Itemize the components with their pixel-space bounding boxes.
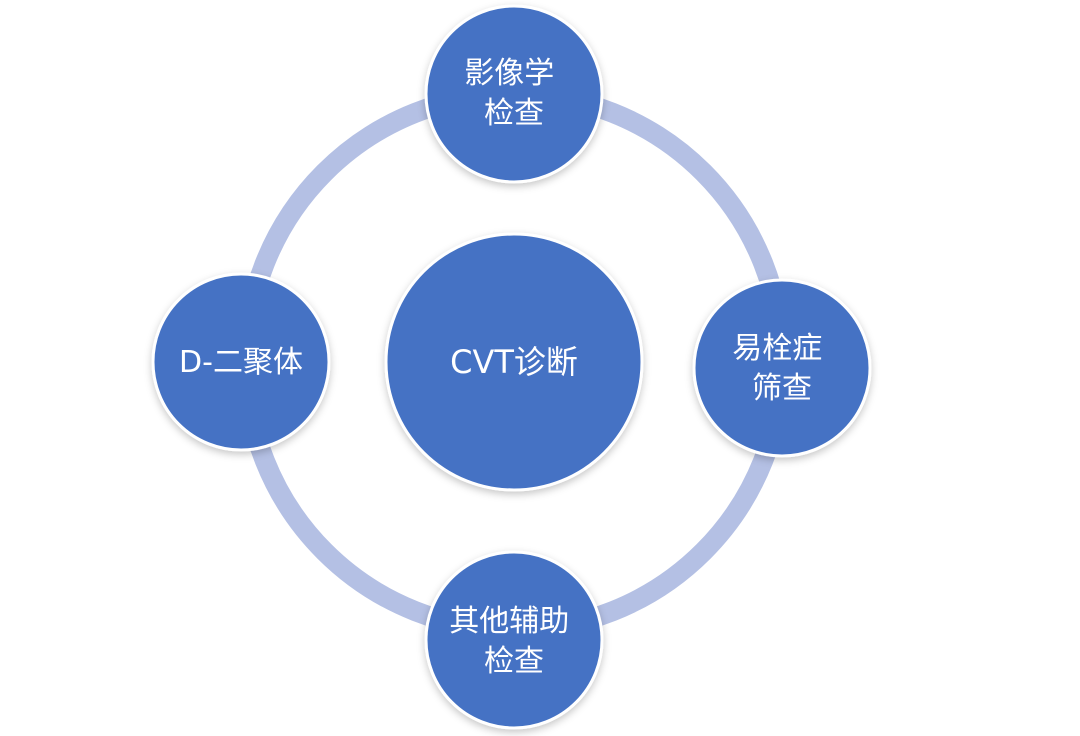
center-node-circle [384, 232, 644, 492]
node-imaging-label-line2: 检查 [484, 96, 544, 131]
node-other-tests-label-line2: 检查 [484, 644, 544, 679]
svg-text:CVT诊断: CVT诊断 [450, 343, 578, 381]
node-thrombophilia-label-line1: 易栓症 [732, 331, 822, 366]
node-thrombophilia-label-line2: 筛查 [752, 371, 812, 406]
node-imaging-label-line1: 影像学 [464, 56, 554, 91]
node-thrombophilia-circle [692, 278, 872, 458]
node-thrombophilia: 易栓症 筛查 [692, 278, 872, 458]
svg-text:其他辅助 检查: 其他辅助 检查 [449, 604, 579, 679]
node-imaging: 影像学 检查 [424, 4, 604, 184]
center-node: CVT诊断 [384, 232, 644, 492]
node-other-tests: 其他辅助 检查 [424, 550, 604, 730]
node-d-dimer: D-二聚体 [151, 272, 331, 452]
node-other-tests-circle [424, 550, 604, 730]
node-other-tests-label-line1: 其他辅助 [449, 604, 569, 639]
svg-text:D-二聚体: D-二聚体 [179, 345, 303, 380]
svg-text:易栓症 筛查: 易栓症 筛查 [732, 331, 832, 406]
node-d-dimer-circle [151, 272, 331, 452]
svg-text:影像学 检查: 影像学 检查 [464, 56, 564, 131]
node-d-dimer-label: D-二聚体 [179, 345, 303, 380]
center-node-label: CVT诊断 [450, 343, 578, 381]
node-imaging-circle [424, 4, 604, 184]
